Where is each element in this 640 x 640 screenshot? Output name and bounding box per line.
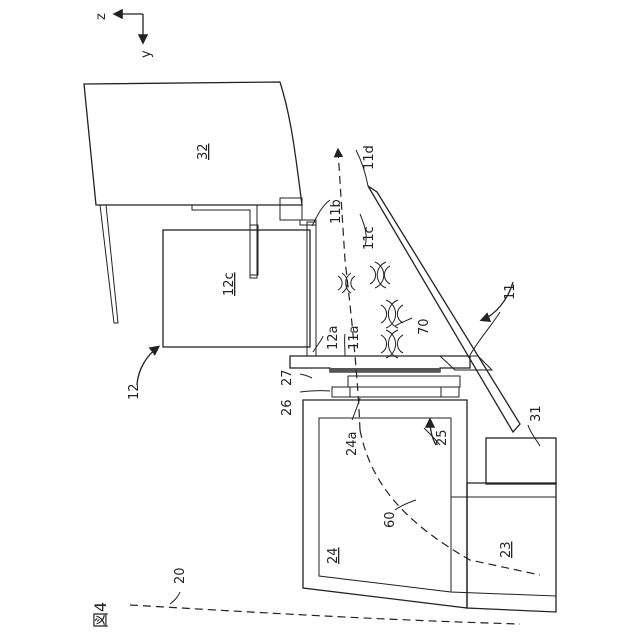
label-11: 11 <box>503 283 518 300</box>
label-25: 25 <box>435 429 450 446</box>
label-26: 26 <box>280 399 295 416</box>
label-60: 60 <box>383 511 398 528</box>
component-12c: 12c <box>163 225 310 347</box>
label-20: 20 <box>173 567 188 584</box>
label-31: 31 <box>529 405 544 422</box>
label-12c: 12c <box>222 272 237 296</box>
label-23: 23 <box>499 541 514 558</box>
component-31 <box>486 438 556 484</box>
axis-z-label: z <box>94 13 109 20</box>
element-26 <box>332 387 459 397</box>
component-23: 23 <box>451 483 556 612</box>
member-32: 32 <box>84 82 302 323</box>
label-24: 24 <box>326 547 341 564</box>
label-70: 70 <box>417 318 432 335</box>
label-11c: 11c <box>362 226 377 250</box>
label-32: 32 <box>196 143 211 160</box>
arrow-12 <box>137 347 158 385</box>
axis-indicator: z y <box>94 13 154 58</box>
optical-path-60 <box>338 150 540 575</box>
label-12: 12 <box>127 383 142 400</box>
label-11a: 11a <box>347 325 362 350</box>
label-12a: 12a <box>326 325 341 350</box>
label-11b: 11b <box>329 199 344 224</box>
label-24a: 24a <box>345 431 360 456</box>
figure-title: 図4 <box>91 602 110 628</box>
connector-11b <box>300 220 316 356</box>
label-11d: 11d <box>362 145 377 170</box>
axis-y-label: y <box>139 50 154 58</box>
element-27 <box>348 376 460 387</box>
leader-lines <box>170 150 540 604</box>
label-27: 27 <box>280 369 295 386</box>
